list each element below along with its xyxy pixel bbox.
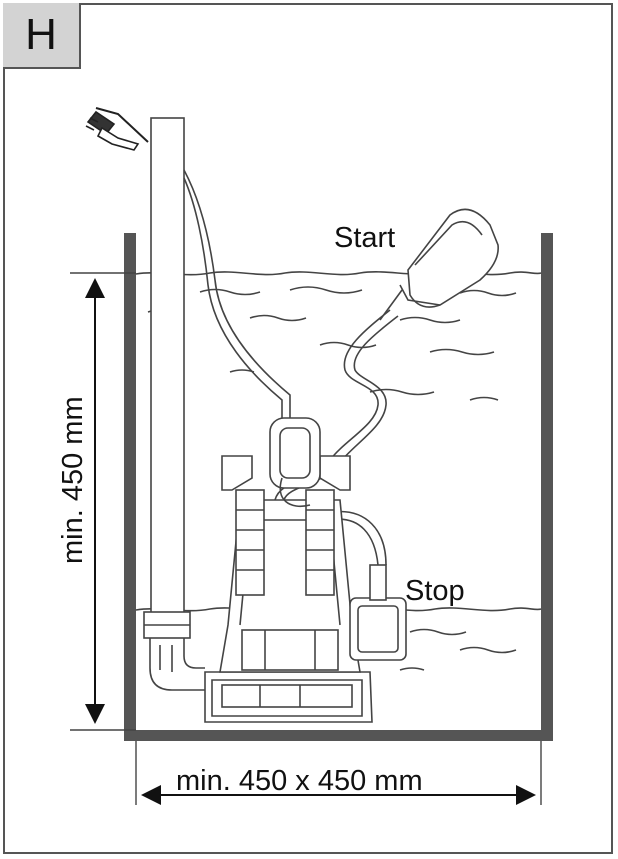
label-start: Start <box>334 222 395 254</box>
panel-letter-badge: H <box>3 3 81 69</box>
shaft <box>124 233 553 741</box>
height-dimension <box>70 272 136 731</box>
label-stop: Stop <box>405 575 465 607</box>
panel-letter: H <box>25 10 57 59</box>
submersible-pump <box>204 417 407 723</box>
dimension-height-label: min. 450 mm <box>57 396 89 564</box>
dimension-width-label: min. 450 x 450 mm <box>176 765 423 797</box>
width-dimension <box>135 741 542 805</box>
shaft-left-wall <box>124 233 136 741</box>
float-switch-start <box>379 208 499 321</box>
power-plug <box>85 107 149 151</box>
discharge-pipe <box>143 117 205 691</box>
shaft-floor <box>124 730 553 741</box>
shaft-right-wall <box>541 233 553 741</box>
power-cable <box>183 169 291 420</box>
water-upper-level <box>135 271 542 401</box>
